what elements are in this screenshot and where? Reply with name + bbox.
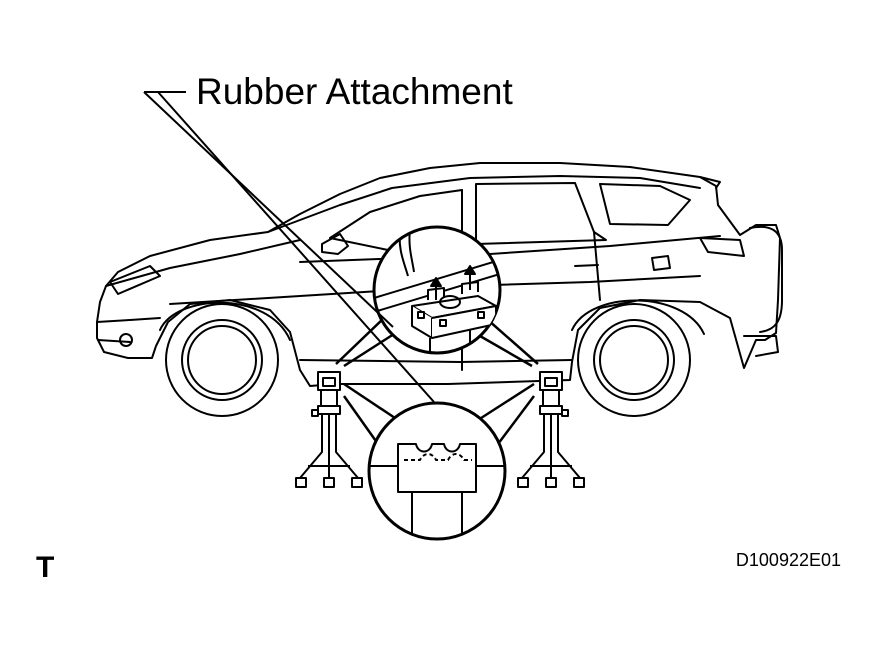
jack-stand-left [295, 371, 363, 488]
jack-stand-right [517, 371, 585, 488]
callout-leader [143, 91, 435, 403]
jack-stand-saddle-detail-icon [367, 401, 507, 541]
corner-mark: T [36, 551, 54, 584]
callout-label: Rubber Attachment [196, 71, 513, 112]
detail-pointer-lines-lower [342, 382, 535, 445]
detail-pointer-lines-upper [335, 317, 539, 368]
rubber-attachment-detail-icon [372, 225, 502, 355]
figure-code: D100922E01 [736, 550, 841, 570]
